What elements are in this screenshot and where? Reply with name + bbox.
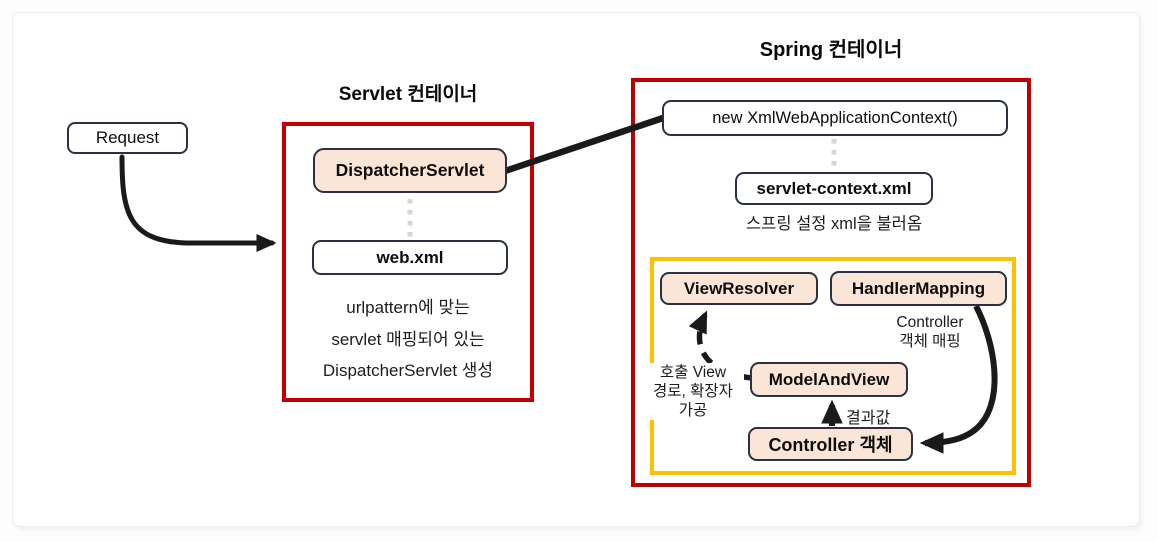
result-value-note: 결과값 [846, 410, 891, 427]
spring-container-title: Spring 컨테이너 [759, 39, 903, 61]
controller-object-node: Controller 객체 [748, 427, 913, 461]
servlet-mapping-note-line: DispatcherServlet 생성 [322, 361, 494, 380]
handler-mapping-node: HandlerMapping [830, 271, 1007, 306]
connector-dispatcher-to-new-context [501, 113, 670, 175]
view-path-processing-note-line: 경로, 확장자 [653, 383, 733, 400]
servlet-container-title: Servlet 컨테이너 [338, 84, 478, 105]
spring-config-load-note: 스프링 설정 xml을 불러옴 [745, 215, 923, 233]
view-path-processing-note-line: 가공 [678, 402, 708, 419]
servlet-container-box [282, 122, 534, 402]
view-path-processing-note-line: 호출 View [659, 364, 727, 381]
view-path-processing-note: 호출 View 경로, 확장자 가공 [642, 363, 744, 420]
request-node: Request [67, 122, 188, 154]
spring-container-box [631, 78, 1031, 487]
servlet-mapping-note-line: servlet 매핑되어 있는 [331, 329, 485, 349]
new-xml-web-application-context-node: new XmlWebApplicationContext() [662, 100, 1008, 136]
view-resolver-node: ViewResolver [660, 272, 818, 305]
servlet-mapping-note: urlpattern에 맞는 servlet 매핑되어 있는 Dispatche… [284, 292, 532, 387]
model-and-view-node: ModelAndView [750, 362, 908, 397]
servlet-context-xml-node: servlet-context.xml [735, 172, 933, 205]
arrow-request-to-servlet-container [119, 154, 277, 253]
arrow-handlermapping-to-controller [919, 304, 998, 454]
servlet-mapping-note-line: urlpattern에 맞는 [346, 298, 470, 317]
controller-mapping-note-line: Controller [896, 314, 964, 331]
web-xml-node: web.xml [312, 240, 508, 275]
dispatcher-servlet-node: DispatcherServlet [313, 148, 507, 193]
controller-mapping-note-line: 객체 매핑 [899, 332, 961, 350]
controller-mapping-note: Controller 객체 매핑 [880, 314, 980, 351]
